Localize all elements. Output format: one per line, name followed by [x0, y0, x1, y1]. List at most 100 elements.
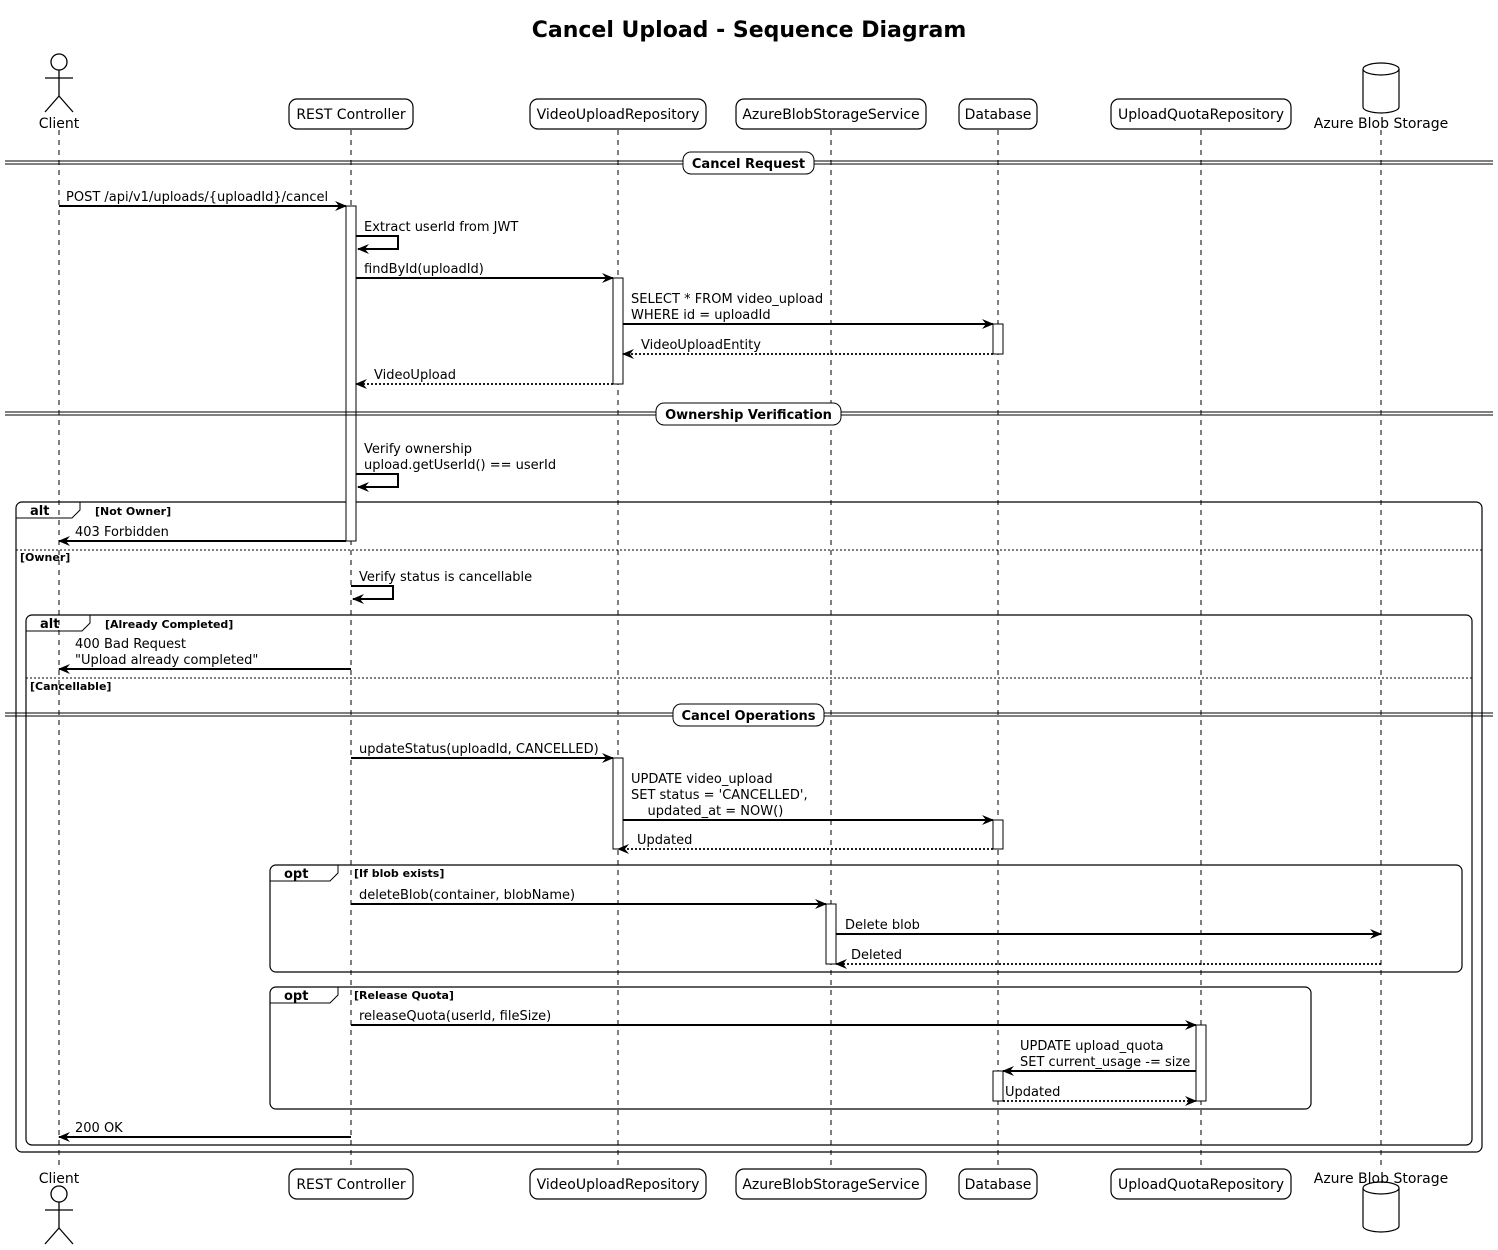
message-label: updateStatus(uploadId, CANCELLED)	[359, 742, 599, 757]
participant-db-top: Database	[958, 98, 1038, 130]
participant-abss-top: AzureBlobStorageService	[735, 98, 927, 130]
participant-label: UploadQuotaRepository	[1118, 107, 1284, 123]
participant-client-bottom: Client	[39, 1171, 80, 1245]
message-label: upload.getUserId() == userId	[364, 458, 556, 473]
message-label: 200 OK	[75, 1121, 123, 1136]
participant-label: VideoUploadRepository	[537, 107, 700, 123]
message-label: UPDATE upload_quota	[1020, 1039, 1164, 1054]
message-arrow	[356, 235, 399, 254]
message-arrow	[351, 585, 394, 604]
divider-cancel-operations: Cancel Operations	[5, 703, 1493, 727]
actor-icon	[44, 1185, 74, 1245]
activation-bars	[345, 205, 1207, 1102]
participant-rest-top: REST Controller	[288, 98, 414, 130]
message-label: releaseQuota(userId, fileSize)	[359, 1009, 551, 1024]
fragment-opt-quota: opt [Release Quota]	[269, 986, 1312, 1110]
participant-abs-top: Azure Blob Storage	[1314, 62, 1448, 132]
message-3: findById(uploadId)	[356, 262, 614, 283]
participant-label: UploadQuotaRepository	[1118, 1177, 1284, 1193]
message-6: VideoUpload	[355, 368, 613, 389]
message-11: updateStatus(uploadId, CANCELLED)	[351, 742, 614, 763]
message-label: deleteBlob(container, blobName)	[359, 888, 575, 903]
fragment-guard: [Cancellable]	[30, 680, 111, 693]
message-label: Deleted	[851, 948, 902, 963]
message-19: Updated	[1003, 1085, 1197, 1106]
message-15: Delete blob	[836, 918, 1382, 939]
divider-label: Cancel Request	[692, 157, 805, 172]
fragment-keyword: alt	[30, 504, 49, 519]
message-label: 403 Forbidden	[75, 525, 169, 540]
participant-label: Database	[965, 107, 1032, 123]
message-label: Verify ownership	[364, 442, 472, 457]
fragment-guard: [Already Completed]	[105, 618, 233, 631]
fragment-alt-outer: alt [Not Owner] [Owner]	[15, 501, 1483, 1153]
participant-label: Database	[965, 1177, 1032, 1193]
message-label: Delete blob	[845, 918, 920, 933]
participant-label: Client	[39, 116, 80, 132]
message-9: Verify status is cancellable	[351, 570, 532, 604]
message-label: SET status = 'CANCELLED',	[631, 788, 808, 803]
participant-client-top: Client	[39, 53, 80, 132]
message-label: findById(uploadId)	[364, 262, 484, 277]
participant-label: REST Controller	[296, 107, 406, 123]
message-label: VideoUploadEntity	[641, 338, 761, 353]
actor-icon	[44, 53, 74, 113]
message-label: SET current_usage -= size	[1020, 1055, 1190, 1070]
divider-label: Ownership Verification	[665, 408, 832, 423]
diagram-title: Cancel Upload - Sequence Diagram	[532, 18, 967, 43]
message-label: 400 Bad Request	[75, 637, 186, 652]
message-10: 400 Bad Request"Upload already completed…	[58, 637, 351, 674]
message-label: UPDATE video_upload	[631, 772, 773, 787]
participant-label: Client	[39, 1171, 80, 1187]
fragment-keyword: opt	[284, 989, 308, 1004]
fragment-guard: [Release Quota]	[354, 989, 454, 1002]
fragment-opt-blob: opt [If blob exists]	[269, 864, 1463, 973]
message-label: updated_at = NOW()	[631, 804, 783, 819]
participant-label: VideoUploadRepository	[537, 1177, 700, 1193]
participant-uqr-bottom: UploadQuotaRepository	[1110, 1168, 1292, 1200]
message-label: "Upload already completed"	[75, 653, 258, 668]
message-label: Updated	[637, 833, 692, 848]
messages: POST /api/v1/uploads/{uploadId}/cancelEx…	[58, 190, 1382, 1142]
message-13: Updated	[617, 833, 993, 854]
fragment-guard: [If blob exists]	[354, 867, 444, 880]
participant-db-bottom: Database	[958, 1168, 1038, 1200]
message-17: releaseQuota(userId, fileSize)	[351, 1009, 1197, 1030]
participant-abss-bottom: AzureBlobStorageService	[735, 1168, 927, 1200]
message-5: VideoUploadEntity	[622, 338, 993, 359]
message-label: Verify status is cancellable	[359, 570, 532, 585]
fragment-keyword: opt	[284, 867, 308, 882]
participant-label: REST Controller	[296, 1177, 406, 1193]
participant-uqr-top: UploadQuotaRepository	[1110, 98, 1292, 130]
message-label: POST /api/v1/uploads/{uploadId}/cancel	[66, 190, 328, 205]
divider-cancel-request: Cancel Request	[5, 151, 1493, 175]
divider-label: Cancel Operations	[681, 709, 815, 724]
participant-rest-bottom: REST Controller	[288, 1168, 414, 1200]
database-icon	[1362, 62, 1400, 114]
message-label: SELECT * FROM video_upload	[631, 292, 823, 307]
participant-vur-bottom: VideoUploadRepository	[529, 1168, 707, 1200]
participant-abs-bottom: Azure Blob Storage	[1314, 1171, 1448, 1233]
divider-ownership-verification: Ownership Verification	[5, 402, 1493, 426]
fragment-guard: [Not Owner]	[95, 505, 171, 518]
participant-label: AzureBlobStorageService	[742, 107, 919, 123]
message-14: deleteBlob(container, blobName)	[351, 888, 827, 909]
message-label: Extract userId from JWT	[364, 220, 518, 235]
participant-label: AzureBlobStorageService	[742, 1177, 919, 1193]
fragment-guard: [Owner]	[20, 551, 70, 564]
participant-label: Azure Blob Storage	[1314, 116, 1448, 132]
message-arrow	[356, 473, 399, 492]
message-1: POST /api/v1/uploads/{uploadId}/cancel	[59, 190, 347, 211]
database-icon	[1362, 1181, 1400, 1233]
participant-label: Azure Blob Storage	[1314, 1171, 1448, 1187]
message-label: WHERE id = uploadId	[631, 308, 771, 323]
message-20: 200 OK	[58, 1121, 351, 1142]
message-label: VideoUpload	[374, 368, 456, 383]
fragment-keyword: alt	[40, 617, 59, 632]
fragment-alt-inner: alt [Already Completed] [Cancellable]	[25, 614, 1473, 1146]
